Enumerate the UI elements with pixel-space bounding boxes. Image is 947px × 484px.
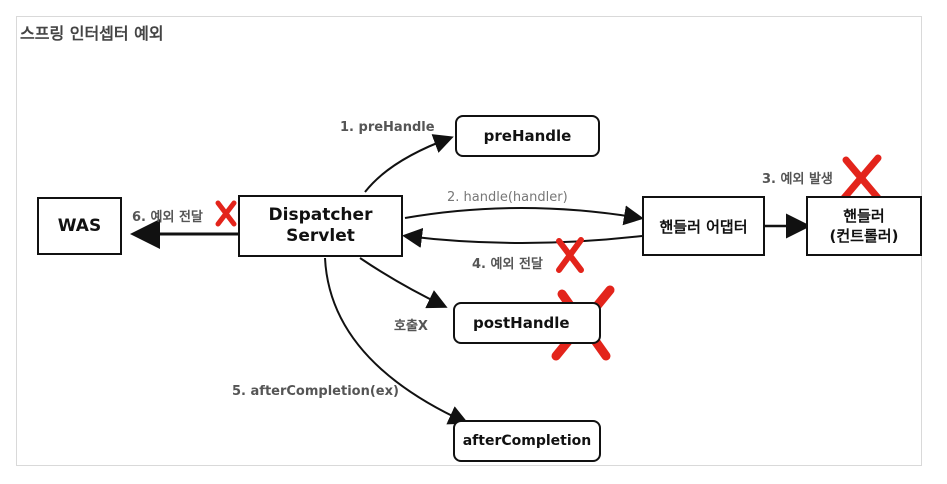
cross-icon-step4 xyxy=(556,237,584,273)
was-node: WAS xyxy=(37,197,122,255)
diagram-title: 스프링 인터셉터 예외 xyxy=(20,24,164,43)
label-step1: 1. preHandle xyxy=(340,120,435,135)
edge-handle xyxy=(404,205,644,226)
dispatcher-servlet-node: Dispatcher Servlet xyxy=(238,195,403,257)
cross-icon-handler xyxy=(840,154,882,202)
handler-adapter-label: 핸들러 어댑터 xyxy=(659,217,748,236)
posthandle-label: postHandle xyxy=(473,314,570,332)
edge-posthandle xyxy=(359,257,448,309)
posthandle-node: postHandle xyxy=(453,302,601,344)
handler-label-line1: 핸들러 xyxy=(843,207,885,225)
cross-icon-step6 xyxy=(215,200,237,227)
label-step6: 6. 예외 전달 xyxy=(132,210,203,225)
dispatcher-label-line1: Dispatcher xyxy=(268,205,373,225)
edge-exception-back xyxy=(402,228,643,248)
label-not-called: 호출X xyxy=(394,319,428,334)
dispatcher-label-line2: Servlet xyxy=(286,226,355,246)
label-step5: 5. afterCompletion(ex) xyxy=(232,384,399,399)
aftercompletion-label: afterCompletion xyxy=(462,433,592,449)
aftercompletion-node: afterCompletion xyxy=(453,420,601,462)
handler-controller-node: 핸들러 (컨트롤러) xyxy=(806,196,922,256)
prehandle-label: preHandle xyxy=(483,127,572,145)
handler-label-line2: (컨트롤러) xyxy=(829,227,899,245)
edge-prehandle xyxy=(364,134,454,193)
edge-aftercompletion xyxy=(324,257,469,425)
prehandle-node: preHandle xyxy=(455,115,600,157)
label-step3: 3. 예외 발생 xyxy=(762,172,833,187)
handler-adapter-node: 핸들러 어댑터 xyxy=(642,196,765,256)
label-step4: 4. 예외 전달 xyxy=(472,257,543,272)
label-step2: 2. handle(handler) xyxy=(447,190,568,205)
was-label: WAS xyxy=(57,216,102,236)
